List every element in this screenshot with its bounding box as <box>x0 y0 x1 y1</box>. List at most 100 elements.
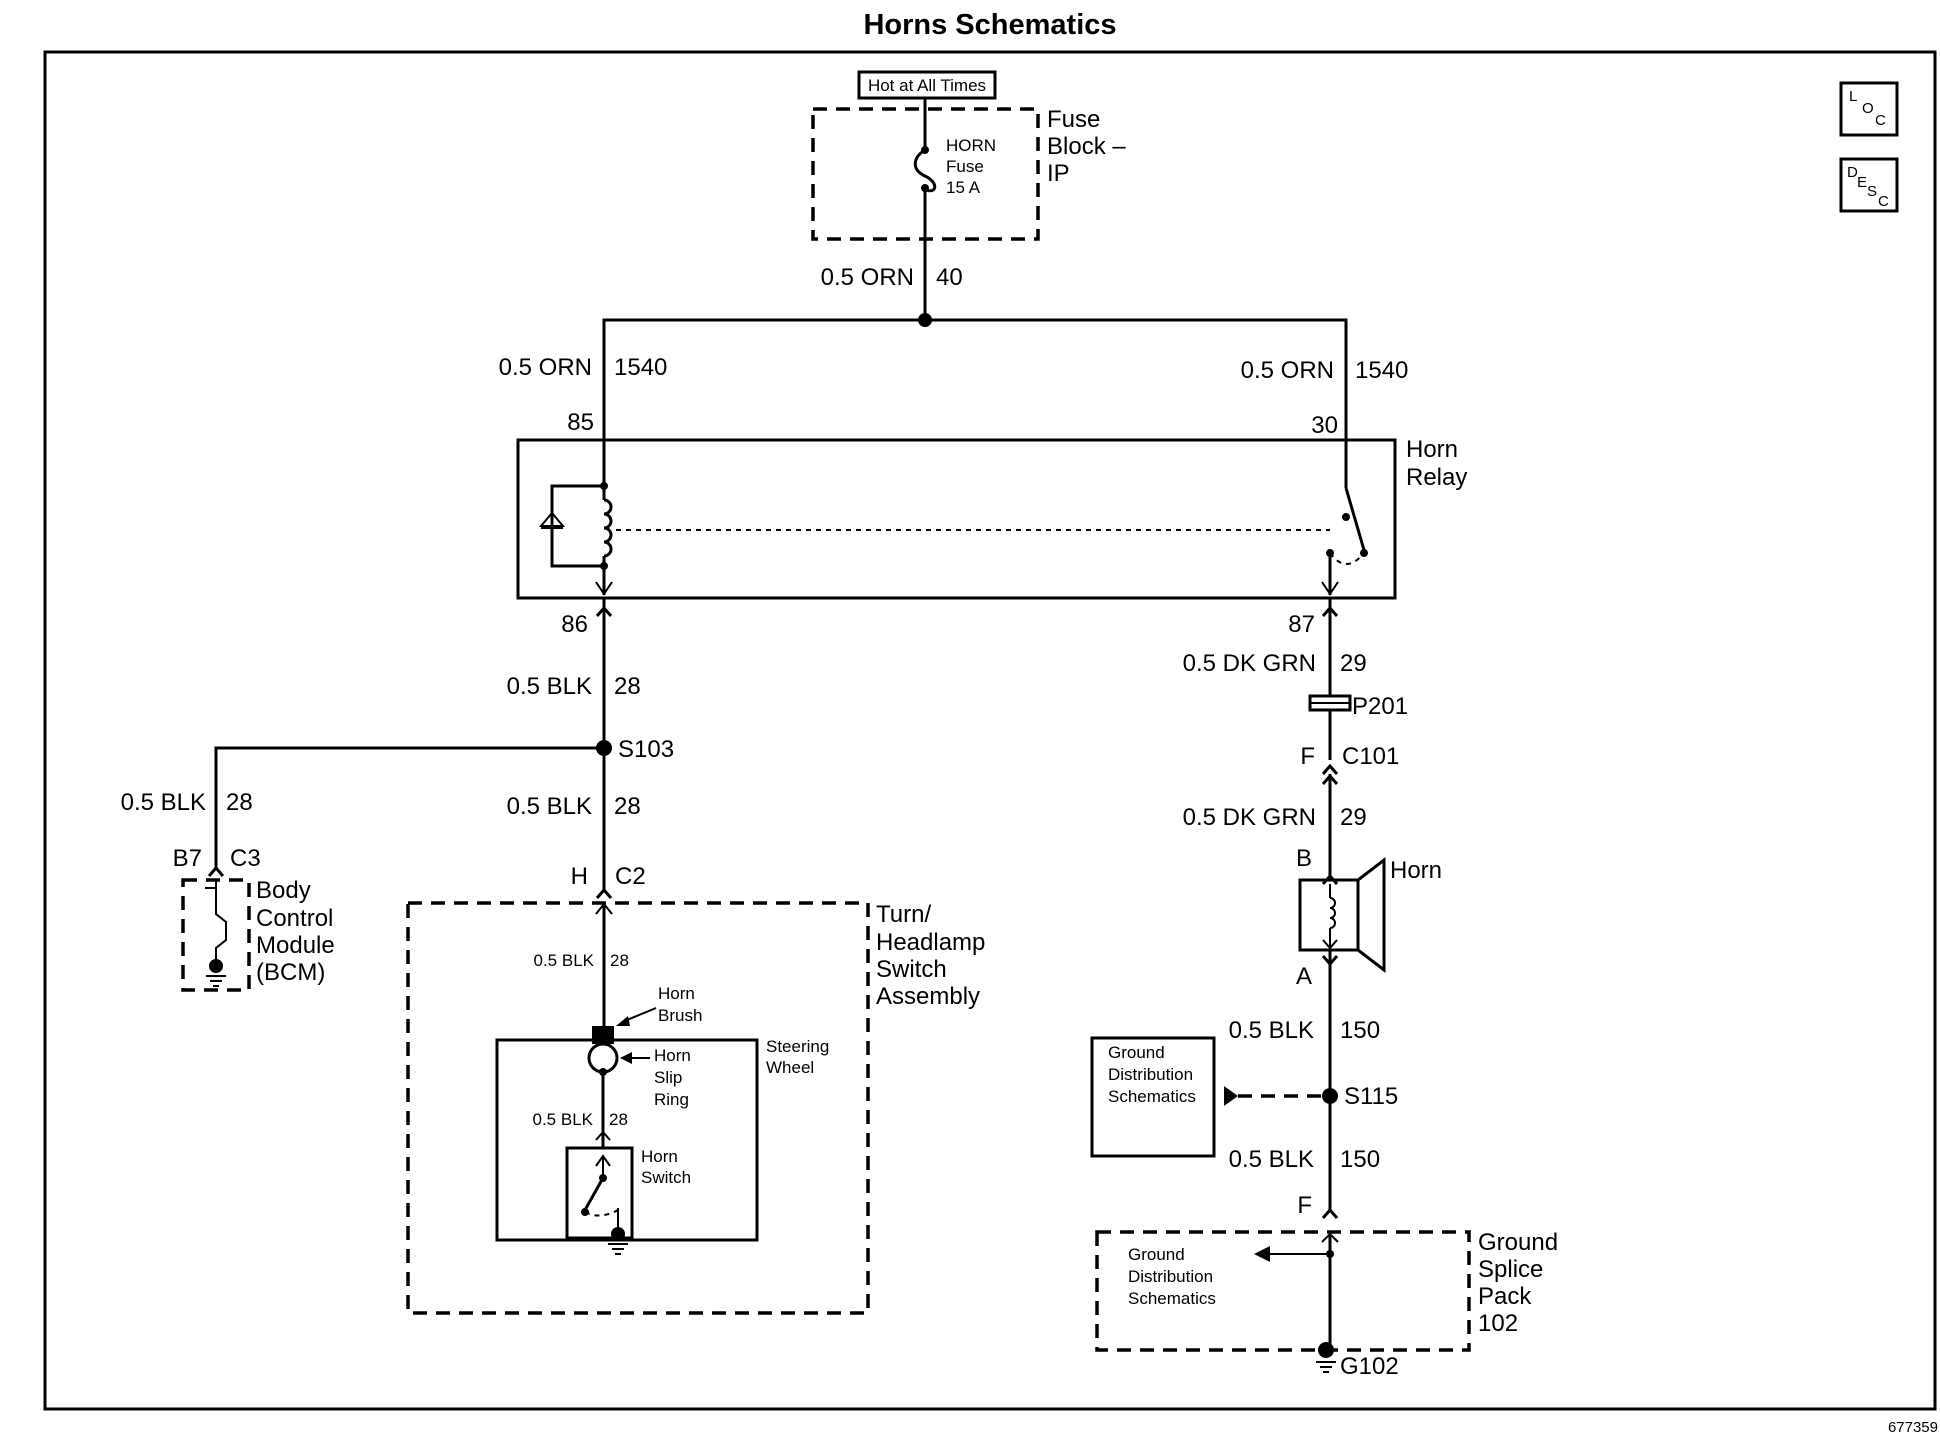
relay-diode <box>538 511 566 529</box>
ground-splice-ref-line3[interactable]: Schematics <box>1128 1289 1216 1308</box>
relay-coil <box>603 498 613 558</box>
wire-29-top-circuit: 29 <box>1340 650 1367 677</box>
connector-c2-name: C2 <box>615 863 646 890</box>
fuse-block-name-line2: Block – <box>1047 133 1126 160</box>
connector-c2-pin: H <box>571 863 588 890</box>
connector-c101-pin: F <box>1300 743 1315 770</box>
bcm-name-line2: Control <box>256 905 333 932</box>
ground-splice-pack-line1: Ground <box>1478 1229 1558 1256</box>
horn-relay: 85 30 Horn Relay <box>516 409 1467 600</box>
horn-slip-ring-line3: Ring <box>654 1090 689 1109</box>
ground-distribution-box[interactable] <box>1090 1036 1216 1158</box>
svg-text:C: C <box>1875 112 1886 129</box>
horn-switch-box <box>565 1146 634 1240</box>
horn-fuse-symbol <box>913 148 937 193</box>
switch-assembly-name-line4: Assembly <box>876 983 980 1010</box>
desc-button[interactable]: D E S C <box>1839 157 1899 213</box>
switch-assembly-name-line3: Switch <box>876 956 947 983</box>
ground-splice-pack-line4: 102 <box>1478 1310 1518 1337</box>
horn-switch-contact <box>583 1177 605 1211</box>
fuse-name: HORN <box>946 136 996 155</box>
fuse-block-name-line3: IP <box>1047 160 1070 187</box>
ground-splice-ref-line2[interactable]: Distribution <box>1128 1267 1213 1286</box>
wire-1540-left-circuit: 1540 <box>614 354 667 381</box>
hot-at-all-times-label-box <box>857 70 997 100</box>
horn-pin-b: B <box>1296 845 1312 872</box>
horn-slip-ring-line2: Slip <box>654 1068 682 1087</box>
bcm-name-line3: Module <box>256 932 335 959</box>
horn-name: Horn <box>1390 857 1442 884</box>
loc-button[interactable]: L O C <box>1839 81 1899 137</box>
wire-29-bottom-label: 0.5 DK GRN <box>1183 804 1316 831</box>
ground-distribution-line1: Ground <box>1108 1043 1165 1062</box>
horn-relay-name-line2: Relay <box>1406 464 1467 491</box>
ground-splice-ref-line1[interactable]: Ground <box>1128 1245 1185 1264</box>
wire-1540-right-circuit: 1540 <box>1355 357 1408 384</box>
horn-relay-name-line1: Horn <box>1406 436 1458 463</box>
wire-29-bottom-circuit: 29 <box>1340 804 1367 831</box>
splice-s115 <box>1322 1088 1338 1104</box>
ground-distribution-link[interactable]: Ground Distribution Schematics <box>1090 1036 1216 1158</box>
horn-brush-line1: Horn <box>658 984 695 1003</box>
svg-text:O: O <box>1862 100 1874 117</box>
fuse-word: Fuse <box>946 157 984 176</box>
wire-28-bcm-circuit: 28 <box>226 789 253 816</box>
wire-29-top-label: 0.5 DK GRN <box>1183 650 1316 677</box>
wire-28-inner-bottom-label: 0.5 BLK <box>533 1110 594 1129</box>
connector-c3-name: C3 <box>230 845 261 872</box>
ground-distribution-line3: Schematics <box>1108 1087 1196 1106</box>
horn-bell <box>1356 856 1386 974</box>
wire-28-inner-top-circuit: 28 <box>610 951 629 970</box>
connector-c3-pin: B7 <box>173 845 202 872</box>
horn: B Horn A <box>1296 845 1442 990</box>
ground-splice-pack-line2: Splice <box>1478 1256 1543 1283</box>
wire-150-bottom-circuit: 150 <box>1340 1146 1380 1173</box>
svg-text:D: D <box>1847 164 1858 181</box>
splice-s103-label: S103 <box>618 736 674 763</box>
connector-c101-name: C101 <box>1342 743 1399 770</box>
steering-wheel-box <box>495 1038 759 1242</box>
splice-p201-label: P201 <box>1352 693 1408 720</box>
ground-splice-ref-arrow <box>1254 1246 1270 1262</box>
svg-text:L: L <box>1849 88 1857 105</box>
horn-pin-a: A <box>1296 963 1312 990</box>
fuse-block-name-line1: Fuse <box>1047 106 1100 133</box>
relay-pin-86: 86 <box>561 611 588 638</box>
switch-assembly-name-line2: Headlamp <box>876 929 985 956</box>
wire-150-top-circuit: 150 <box>1340 1017 1380 1044</box>
ground-distribution-line2: Distribution <box>1108 1065 1193 1084</box>
switch-assembly-outline <box>406 901 870 1315</box>
bcm-transistor <box>215 888 227 966</box>
svg-text:C: C <box>1878 193 1889 210</box>
wire-150-bottom-label: 0.5 BLK <box>1229 1146 1314 1173</box>
horn-coil <box>1329 897 1336 929</box>
wire-40-label: 0.5 ORN <box>821 264 914 291</box>
wire-1540-left-label: 0.5 ORN <box>499 354 592 381</box>
splice-s115-label: S115 <box>1344 1083 1398 1110</box>
wire-40-circuit: 40 <box>936 264 963 291</box>
relay-pin-85: 85 <box>567 409 594 436</box>
fuse-rating: 15 A <box>946 178 981 197</box>
horn-brush <box>592 1026 614 1044</box>
horn-brush-line2: Brush <box>658 1006 702 1025</box>
svg-text:S: S <box>1867 183 1877 200</box>
diagram-frame <box>43 50 1937 1411</box>
steering-wheel-line2: Wheel <box>766 1058 814 1077</box>
wire-28-inner-bottom-circuit: 28 <box>609 1110 628 1129</box>
horn-slip-ring <box>587 1042 619 1074</box>
wire-1540-left <box>602 318 925 440</box>
wire-28-switch-circuit: 28 <box>614 793 641 820</box>
ground-splice-pin: F <box>1297 1192 1312 1219</box>
ground-splice-pack-line3: Pack <box>1478 1283 1532 1310</box>
bcm-name-line1: Body <box>256 877 311 904</box>
svg-text:E: E <box>1857 174 1867 191</box>
horn-slip-ring-line1: Horn <box>654 1046 691 1065</box>
connector-c2-symbol <box>595 887 613 899</box>
relay-pin-30: 30 <box>1311 412 1338 439</box>
fuse-block-ip: Hot at All Times HORN Fuse 15 A Fuse Blo… <box>811 70 1126 241</box>
wire-28-bcm-label: 0.5 BLK <box>121 789 206 816</box>
ground-ref-arrow <box>1224 1086 1238 1106</box>
connector-c3-symbol <box>207 865 225 877</box>
document-number: 677359 <box>1888 1419 1938 1436</box>
